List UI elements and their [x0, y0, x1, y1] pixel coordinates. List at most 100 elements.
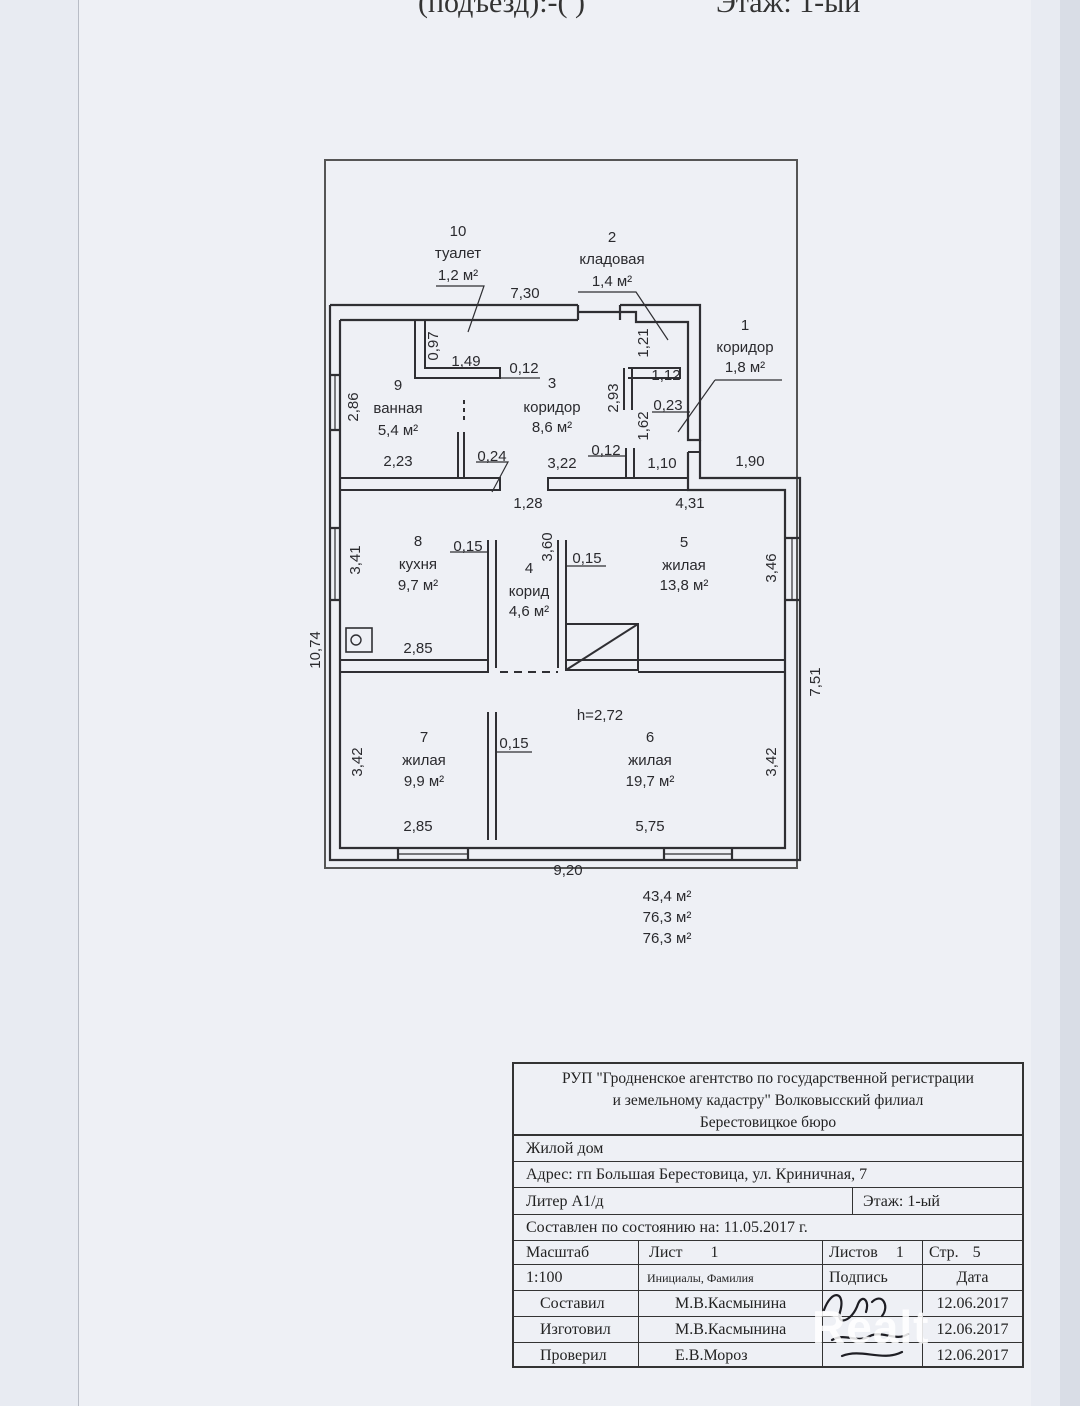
plan-frame — [324, 159, 798, 869]
signoff-role: Проверил — [540, 1347, 607, 1364]
handwritten-signature — [822, 1294, 910, 1358]
dim-012a: 0,12 — [509, 360, 538, 377]
signature-header-row: 1:100 Инициалы, Фамилия Подпись Дата — [514, 1265, 1022, 1291]
signoff-role: Изготовил — [540, 1321, 611, 1338]
total-area: 76,3 м² — [643, 909, 692, 926]
signature-header-cell: Подпись — [822, 1265, 922, 1290]
room-2-number: 2 — [608, 229, 616, 246]
room-10-name: туалет — [435, 245, 481, 262]
room-1-area: 1,8 м² — [725, 359, 765, 376]
dim-097: 0,97 — [425, 331, 442, 360]
dim-top-width: 7,30 — [510, 285, 539, 302]
dim-012b: 0,12 — [591, 442, 620, 459]
dim-342b: 3,42 — [763, 747, 780, 776]
total-area-gross: 76,3 м² — [643, 930, 692, 947]
signoff-date-cell: 12.06.2017 — [922, 1317, 1022, 1342]
dim-322: 3,22 — [547, 455, 576, 472]
room-9-number: 9 — [394, 377, 402, 394]
dim-431: 4,31 — [675, 495, 704, 512]
org-line-3: Берестовицкое бюро — [699, 1114, 837, 1131]
room-10-number: 10 — [450, 223, 467, 240]
dim-left-height: 10,74 — [307, 631, 324, 669]
dim-190: 1,90 — [735, 453, 764, 470]
room-2-area: 1,4 м² — [592, 273, 632, 290]
interior-walls — [340, 320, 785, 840]
sheet-row: Масштаб Лист 1 Листов 1 Стр. 5 — [514, 1241, 1022, 1265]
floor: Этаж: 1-ый — [863, 1193, 940, 1210]
ceiling-height: h=2,72 — [577, 707, 623, 724]
liter-row: Литер А1/д Этаж: 1-ый — [514, 1188, 1022, 1215]
dim-110: 1,10 — [647, 455, 676, 472]
signoff-row: Проверил Е.В.Мороз 12.06.2017 — [514, 1343, 1022, 1368]
organization-block: РУП "Гродненское агентство по государств… — [514, 1064, 1022, 1136]
room-1-name: коридор — [716, 339, 773, 356]
room-5-number: 5 — [680, 534, 688, 551]
page-cell: Стр. 5 — [922, 1241, 1022, 1264]
object-type: Жилой дом — [526, 1140, 604, 1157]
room-10-area: 1,2 м² — [438, 267, 478, 284]
scale-label: Масштаб — [526, 1244, 590, 1261]
signoff-row: Составил М.В.Касмынина 12.06.2017 — [514, 1291, 1022, 1317]
room-7-number: 7 — [420, 729, 428, 746]
dim-293: 2,93 — [605, 383, 622, 412]
room-3-name: коридор — [523, 399, 580, 416]
signoff-role: Составил — [540, 1295, 605, 1312]
room-4-area: 4,6 м² — [509, 603, 549, 620]
floor-cell: Этаж: 1-ый — [852, 1188, 940, 1214]
sheets-cell: Листов 1 — [822, 1241, 922, 1264]
room-5-area: 13,8 м² — [660, 577, 709, 594]
sheet-cell: Лист 1 — [638, 1241, 822, 1264]
room-9-name: ванная — [373, 400, 422, 417]
signoff-name-cell: М.В.Касмынина — [638, 1317, 822, 1342]
dim-342a: 3,42 — [349, 747, 366, 776]
signoff-name-cell: М.В.Касмынина — [638, 1291, 822, 1316]
room-4-name: корид — [509, 583, 550, 600]
room-5-name: жилая — [662, 557, 706, 574]
room-1-number: 1 — [741, 317, 749, 334]
object-row: Жилой дом — [514, 1136, 1022, 1162]
dim-015a: 0,15 — [453, 538, 482, 555]
document-sheet — [78, 0, 1031, 1406]
window-lines — [334, 311, 793, 855]
dim-015b: 0,15 — [572, 550, 601, 567]
leader-lines — [436, 285, 782, 753]
dim-112: 1,12 — [651, 367, 680, 384]
signoff-date: 12.06.2017 — [936, 1295, 1009, 1312]
address: Адрес: гп Большая Берестовица, ул. Крини… — [526, 1166, 868, 1183]
signoff-date: 12.06.2017 — [936, 1321, 1009, 1338]
signoff-name: М.В.Касмынина — [675, 1321, 787, 1338]
dim-285b: 2,85 — [403, 818, 432, 835]
org-line-2: и земельному кадастру" Волковысский фили… — [612, 1092, 924, 1109]
signoff-signature-cell — [822, 1343, 922, 1368]
signoff-date-cell: 12.06.2017 — [922, 1343, 1022, 1368]
dim-341: 3,41 — [347, 545, 364, 574]
initials-header-cell: Инициалы, Фамилия — [638, 1265, 822, 1290]
dim-015c: 0,15 — [499, 735, 528, 752]
page-value: 5 — [972, 1244, 981, 1261]
date-header: Дата — [956, 1269, 989, 1286]
dim-bottom-width: 9,20 — [553, 862, 582, 879]
state-date: Составлен по состоянию на: 11.05.2017 г. — [526, 1219, 808, 1236]
room-6-number: 6 — [646, 729, 654, 746]
signoff-name-cell: Е.В.Мороз — [638, 1343, 822, 1368]
dim-162: 1,62 — [635, 411, 652, 440]
signoff-date: 12.06.2017 — [936, 1347, 1009, 1364]
room-3-number: 3 — [548, 375, 556, 392]
state-date-row: Составлен по состоянию на: 11.05.2017 г. — [514, 1215, 1022, 1241]
room-2-name: кладовая — [579, 251, 644, 268]
signoff-signature-cell — [822, 1317, 922, 1342]
org-line-1: РУП "Гродненское агентство по государств… — [562, 1070, 974, 1087]
dim-149: 1,49 — [451, 353, 480, 370]
signoff-signature-cell — [822, 1291, 922, 1316]
initials-header: Инициалы, Фамилия — [647, 1271, 754, 1285]
dim-023: 0,23 — [653, 397, 682, 414]
room-7-name: жилая — [402, 752, 446, 769]
signoff-row: Изготовил М.В.Касмынина 12.06.2017 — [514, 1317, 1022, 1343]
dim-024: 0,24 — [477, 448, 506, 465]
signature-header: Подпись — [829, 1269, 888, 1286]
watermark-logo: Realt — [812, 1301, 930, 1353]
room-8-area: 9,7 м² — [398, 577, 438, 594]
dim-575: 5,75 — [635, 818, 664, 835]
room-6-area: 19,7 м² — [626, 773, 675, 790]
